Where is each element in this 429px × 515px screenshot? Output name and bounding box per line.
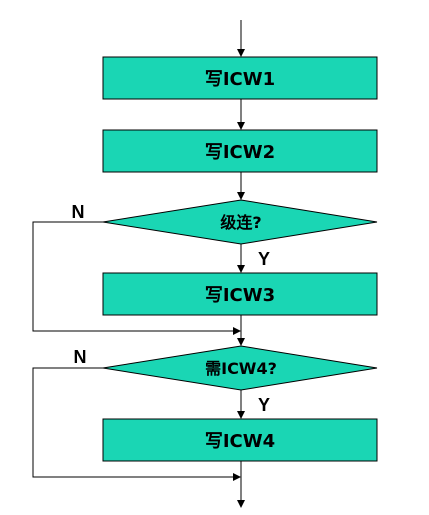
decision-cascade-label: 级连? xyxy=(220,213,261,232)
step-icw2-label: 写ICW2 xyxy=(205,142,275,163)
icw4-no-label: N xyxy=(74,347,87,367)
step-icw1-box xyxy=(102,56,378,100)
step-icw3-label: 写ICW3 xyxy=(205,285,275,306)
step-icw1-label: 写ICW1 xyxy=(205,69,275,90)
step-icw2-box xyxy=(102,129,378,173)
decision-icw4-label: 需ICW4? xyxy=(205,359,277,378)
step-icw4-box xyxy=(102,418,378,462)
icw4-no-path xyxy=(32,367,241,481)
step-icw4-label: 写ICW4 xyxy=(205,431,275,452)
cascade-yes-label: Y xyxy=(258,249,270,269)
cascade-no-path xyxy=(32,221,241,335)
cascade-no-label: N xyxy=(72,202,85,222)
icw4-yes-label: Y xyxy=(258,395,270,415)
step-icw3-box xyxy=(102,272,378,316)
